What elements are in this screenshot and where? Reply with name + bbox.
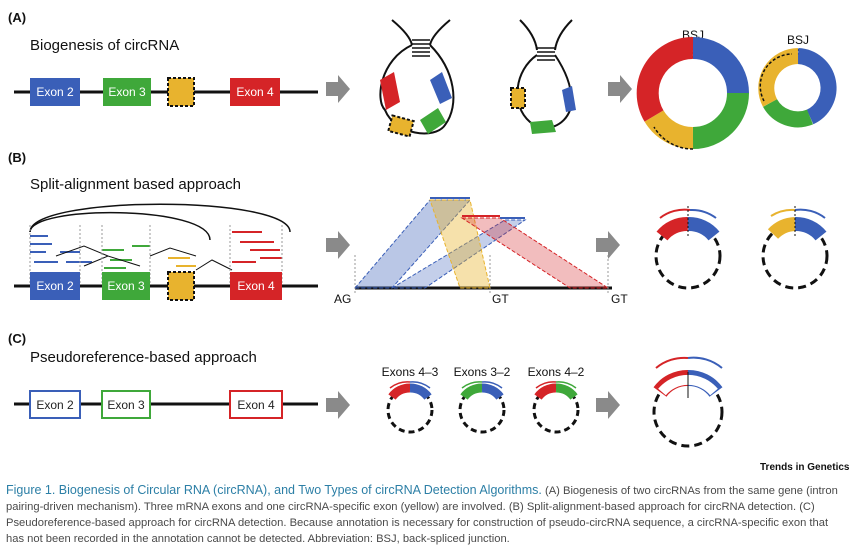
panel-c-title: Pseudoreference-based approach <box>30 349 257 366</box>
exon-4-box <box>230 272 282 300</box>
flow-arrow-icon <box>326 391 350 419</box>
exon-4-label: Exon 4 <box>236 85 274 99</box>
pseudo-circrna-4-3 <box>386 381 434 434</box>
panel-a-title: Biogenesis of circRNA <box>30 37 179 54</box>
flow-arrow-icon <box>326 231 350 259</box>
pseudo-circrna-3-2 <box>458 381 506 434</box>
panel-a-tag: (A) <box>8 10 26 25</box>
caption-body: (A) Biogenesis of two circRNAs from the … <box>6 485 838 545</box>
intron-pairing-hairpin-small <box>510 19 576 134</box>
donor-site-label-2: GT <box>611 292 628 306</box>
flow-arrow-icon <box>596 391 620 419</box>
flow-arrow-icon <box>326 75 350 103</box>
exon-4-box <box>229 390 283 419</box>
exon-4-label: Exon 4 <box>237 279 275 293</box>
acceptor-site-label: AG <box>334 292 351 306</box>
exon-4-box <box>230 78 280 106</box>
detected-circrna-2 <box>761 206 829 290</box>
split-reads <box>29 225 283 288</box>
specific-exon-box <box>167 77 195 107</box>
pseudo-circrna-4-2 <box>532 381 580 434</box>
exon-2-box <box>29 390 81 419</box>
exon-3-box <box>102 272 150 300</box>
caption-title: Figure 1. Biogenesis of Circular RNA (ci… <box>6 483 542 497</box>
bsj-label-2: BSJ <box>787 33 809 47</box>
circrna-small-ring <box>758 48 837 128</box>
exon-4-label: Exon 4 <box>237 398 275 412</box>
exon-3-box <box>103 78 151 106</box>
exon-3-box <box>101 390 151 419</box>
specific-exon-box <box>167 271 195 301</box>
figure-canvas: (A) Biogenesis of circRNA Exon 2 Exon 3 … <box>8 10 837 448</box>
exon-2-label: Exon 2 <box>36 398 74 412</box>
exon-3-label: Exon 3 <box>107 398 145 412</box>
detected-circrna-1 <box>654 206 722 290</box>
exon-2-box <box>30 272 80 300</box>
panel-c: (C) Pseudoreference-based approach Exon … <box>8 331 724 448</box>
pseudo-label-3-2: Exons 3–2 <box>454 365 511 379</box>
figure-caption: Figure 1. Biogenesis of Circular RNA (ci… <box>6 482 844 547</box>
circrna-large-ring <box>636 36 749 150</box>
exon-2-label: Exon 2 <box>36 85 74 99</box>
pseudo-label-4-3: Exons 4–3 <box>382 365 439 379</box>
panel-a: (A) Biogenesis of circRNA Exon 2 Exon 3 … <box>8 10 837 150</box>
donor-site-label-1: GT <box>492 292 509 306</box>
journal-brand: Trends in Genetics <box>760 462 850 473</box>
flow-arrow-icon <box>596 231 620 259</box>
exon-2-box <box>30 78 80 106</box>
panel-b-tag: (B) <box>8 150 26 165</box>
panel-b: (B) Split-alignment based approach <box>8 150 829 306</box>
pseudo-label-4-2: Exons 4–2 <box>528 365 585 379</box>
exon-3-label: Exon 3 <box>108 85 146 99</box>
panel-b-title: Split-alignment based approach <box>30 176 241 193</box>
intron-pairing-hairpin-large <box>379 19 455 138</box>
detected-pseudo-circrna <box>652 356 724 448</box>
panel-c-tag: (C) <box>8 331 26 346</box>
exon-3-label: Exon 3 <box>107 279 145 293</box>
flow-arrow-icon <box>608 75 632 103</box>
split-alignment-diagram <box>353 197 612 295</box>
exon-2-label: Exon 2 <box>36 279 74 293</box>
